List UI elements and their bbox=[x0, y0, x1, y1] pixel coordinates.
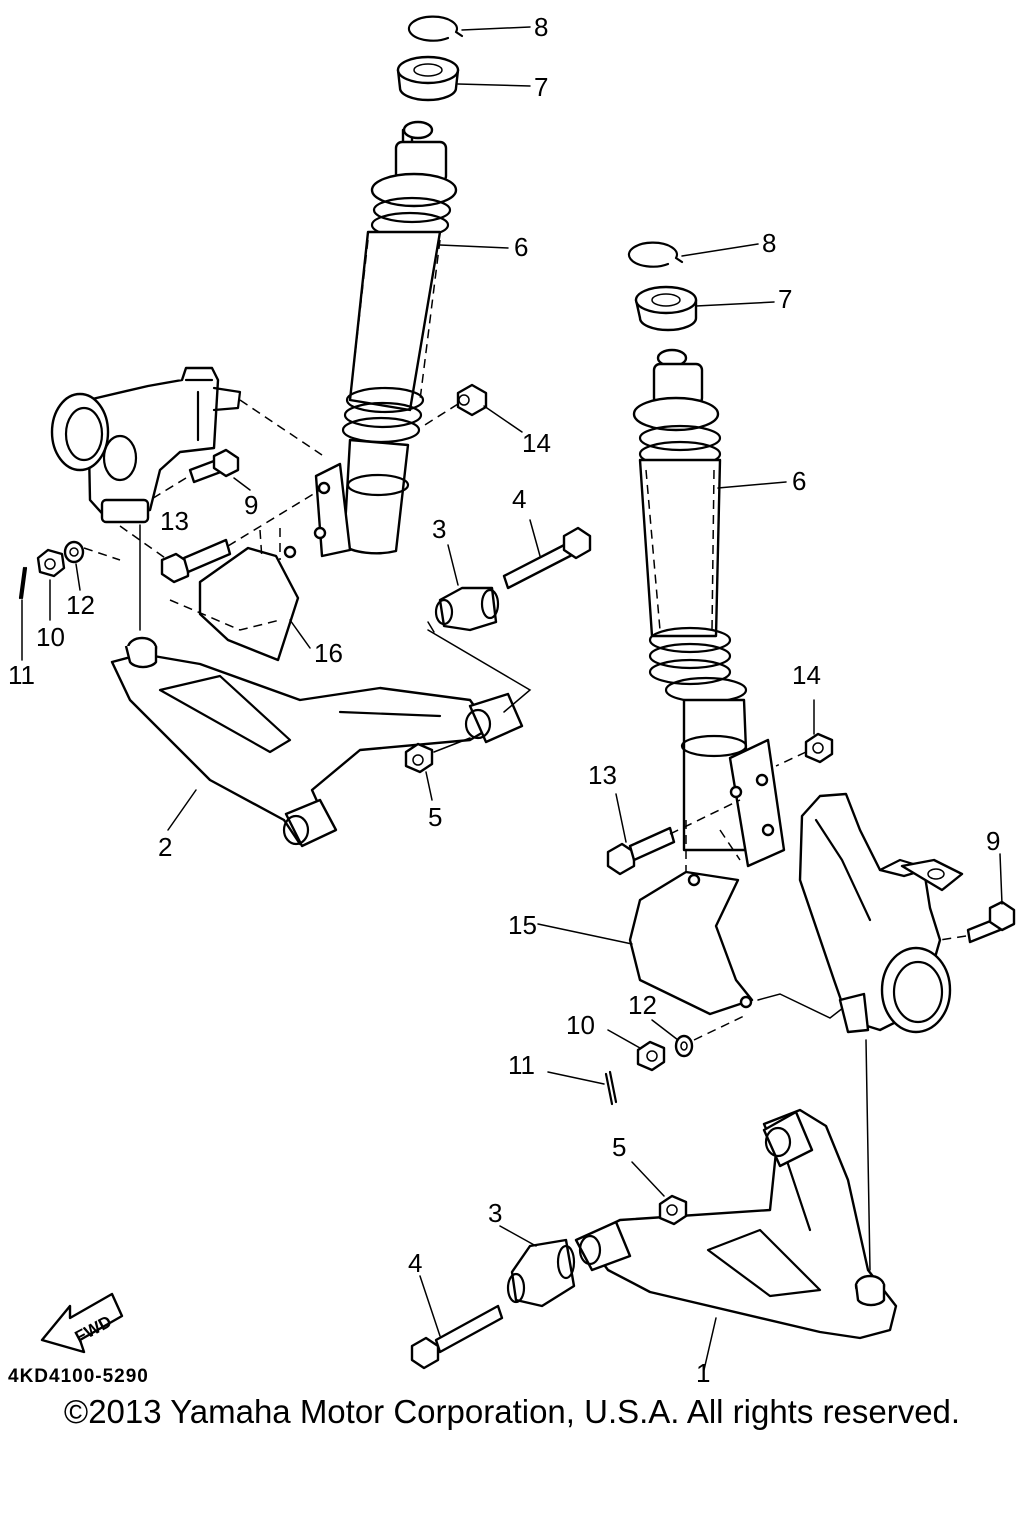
cotter-pin-11-left bbox=[18, 566, 28, 600]
callout-left-14: 14 bbox=[522, 428, 551, 458]
guard-15 bbox=[628, 870, 754, 1016]
callout-right-6: 6 bbox=[792, 466, 806, 496]
bushing-7-left bbox=[396, 55, 460, 102]
bolt-9-right bbox=[966, 900, 1016, 944]
callout-right-7: 7 bbox=[778, 284, 792, 314]
nut-5-right bbox=[658, 1194, 688, 1226]
bolt-9-left bbox=[188, 448, 240, 484]
nut-14-left bbox=[456, 383, 488, 417]
bolt-4-left bbox=[502, 526, 592, 590]
bushing-7-right bbox=[634, 285, 698, 332]
copyright-notice: ©2013 Yamaha Motor Corporation, U.S.A. A… bbox=[63, 1393, 961, 1430]
circlip-8-left bbox=[407, 15, 464, 42]
callout-left-6: 6 bbox=[514, 232, 528, 262]
callout-left-11: 11 bbox=[8, 660, 35, 690]
callout-right-11: 11 bbox=[508, 1050, 535, 1080]
nut-10-left bbox=[36, 548, 66, 578]
callout-left-2: 2 bbox=[158, 832, 172, 862]
washer-12-right bbox=[674, 1034, 694, 1058]
callout-right-4: 4 bbox=[408, 1248, 422, 1278]
callout-left-16: 16 bbox=[314, 638, 343, 668]
bushing-3-left bbox=[434, 586, 500, 632]
bolt-13-right bbox=[606, 826, 676, 876]
callout-right-5: 5 bbox=[612, 1132, 626, 1162]
steering-knuckle-left bbox=[50, 366, 242, 524]
washer-12-left bbox=[63, 540, 85, 564]
callout-right-3: 3 bbox=[488, 1198, 502, 1228]
bolt-4-right bbox=[410, 1304, 504, 1370]
a-arm-1 bbox=[574, 1108, 898, 1340]
callout-left-13: 13 bbox=[160, 506, 189, 536]
shock-absorber-6-right bbox=[632, 348, 786, 868]
callout-right-15: 15 bbox=[508, 910, 537, 940]
callout-right-12: 12 bbox=[628, 990, 657, 1020]
nut-5-left bbox=[404, 742, 434, 774]
callout-left-9: 9 bbox=[244, 490, 258, 520]
guard-16 bbox=[169, 546, 300, 662]
nut-10-right bbox=[636, 1040, 666, 1072]
callout-left-7: 7 bbox=[534, 72, 548, 102]
callout-right-10: 10 bbox=[566, 1010, 595, 1040]
drawing-code: 4KD4100-5290 bbox=[8, 1366, 149, 1387]
a-arm-2 bbox=[110, 636, 524, 848]
steering-knuckle-right bbox=[798, 792, 964, 1034]
circlip-8-right bbox=[627, 241, 684, 268]
callout-left-5: 5 bbox=[428, 802, 442, 832]
callout-right-8: 8 bbox=[762, 228, 776, 258]
callout-left-3: 3 bbox=[432, 514, 446, 544]
cotter-pin-11-right bbox=[604, 1070, 618, 1106]
callout-left-10: 10 bbox=[36, 622, 65, 652]
callout-right-1: 1 bbox=[696, 1358, 710, 1388]
fwd-arrow-icon: FWD bbox=[40, 1292, 124, 1354]
nut-14-right bbox=[804, 732, 834, 764]
bolt-13-left bbox=[160, 538, 232, 584]
callout-right-13: 13 bbox=[588, 760, 617, 790]
bushing-3-right bbox=[506, 1238, 576, 1308]
callout-left-4: 4 bbox=[512, 484, 526, 514]
callout-right-14: 14 bbox=[792, 660, 821, 690]
callout-left-12: 12 bbox=[66, 590, 95, 620]
callout-right-9: 9 bbox=[986, 826, 1000, 856]
shock-absorber-6-left bbox=[313, 120, 458, 558]
callout-left-8: 8 bbox=[534, 12, 548, 42]
